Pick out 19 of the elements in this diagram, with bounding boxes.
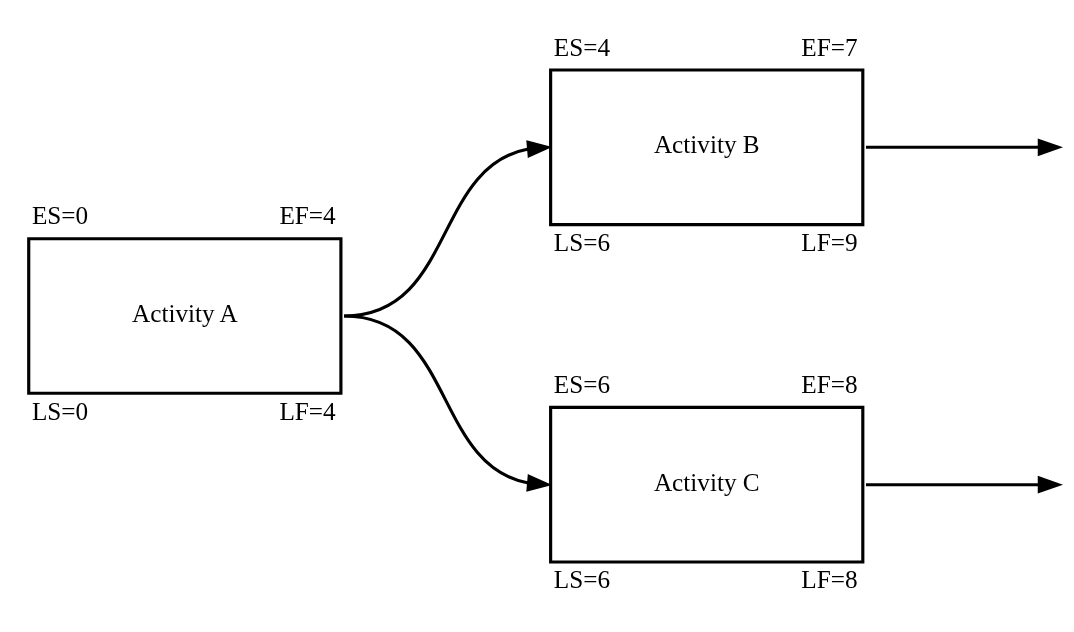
node-label: EF=8 [801, 370, 858, 398]
node-label: LF=8 [801, 566, 858, 594]
node-label: LS=6 [553, 229, 611, 257]
node-label: ES=6 [553, 370, 611, 398]
node-box: Activity C [549, 405, 865, 564]
node-label: EF=4 [279, 202, 336, 230]
arrow [343, 140, 553, 318]
node-box: Activity A [27, 237, 343, 395]
arrow [865, 138, 1063, 157]
node-label: LS=0 [31, 397, 89, 425]
node-label: ES=4 [553, 33, 611, 61]
node-label: LS=6 [553, 566, 611, 594]
node-label: ES=0 [31, 202, 89, 230]
arrow [343, 314, 553, 492]
arrow [865, 475, 1063, 494]
node-label: EF=7 [801, 33, 858, 61]
node-box: Activity B [549, 68, 865, 227]
node-label: LF=4 [279, 397, 336, 425]
node-label: LF=9 [801, 229, 858, 257]
